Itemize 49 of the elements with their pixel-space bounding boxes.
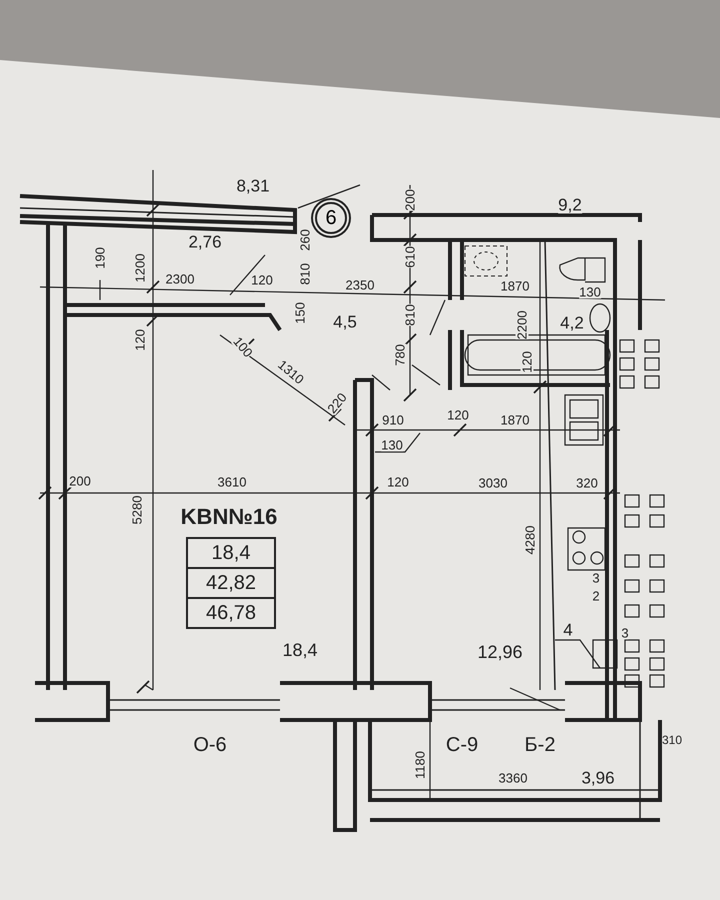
dimension-label: 120 (520, 351, 534, 373)
dimension-label: 260 (298, 229, 312, 251)
dimension-label: 4280 (524, 526, 536, 554)
dimension-label: 200 (404, 189, 416, 211)
dimension-label: 190 (94, 247, 106, 269)
area-label: 2,76 (188, 234, 222, 250)
dimension-label: 2200 (516, 310, 528, 340)
dimension-label: 1180 (414, 751, 426, 779)
dimension-label: 5280 (130, 496, 144, 524)
dimension-label: 320 (576, 476, 598, 490)
dimension-label: 2 (592, 590, 600, 602)
dimension-label: 1200 (134, 254, 146, 282)
dimension-label: 810 (298, 263, 312, 285)
dimension-label: 810 (404, 304, 416, 326)
area-value: 46,78 (188, 597, 274, 627)
area-label: 4,5 (333, 314, 357, 330)
area-value: 42,82 (188, 567, 274, 597)
dimension-label: 130 (381, 438, 403, 452)
dimension-label: 2350 (346, 278, 374, 292)
dimension-label: 3610 (218, 476, 246, 488)
dimension-label: 2300 (166, 272, 194, 286)
dimension-label: 120 (447, 408, 469, 422)
dimension-label: 310 (662, 734, 682, 746)
dimension-label: 220 (325, 390, 349, 416)
dimension-label: 1870 (500, 280, 530, 292)
dimension-label: 1870 (500, 414, 530, 426)
dimension-label: 120 (251, 274, 273, 286)
dimension-label: 100 (231, 334, 255, 360)
area-label: 9,2 (558, 196, 582, 214)
area-label: 8,31 (236, 178, 270, 194)
dimension-label: 910 (382, 414, 404, 426)
area-label: 4 (563, 622, 573, 638)
area-value: 18,4 (210, 541, 252, 566)
area-label: 12,96 (477, 643, 523, 661)
area-label: 18,4 (282, 641, 318, 659)
dimension-label: 780 (394, 344, 406, 366)
dimension-label: 3 (592, 572, 600, 584)
area-label: 4,2 (560, 314, 584, 332)
dimension-label: 610 (404, 246, 416, 268)
area-label: 3,96 (581, 770, 615, 786)
dimension-label: 120 (387, 476, 409, 488)
dimension-label: 120 (134, 329, 146, 351)
dimension-label: 150 (294, 302, 306, 324)
dimension-label: 200 (69, 474, 91, 488)
area-table (186, 537, 276, 629)
dimension-label: 3030 (478, 476, 508, 490)
dimension-label: 3 (621, 626, 629, 640)
dimension-label: 130 (579, 286, 601, 298)
dimension-label: 3360 (498, 772, 528, 784)
